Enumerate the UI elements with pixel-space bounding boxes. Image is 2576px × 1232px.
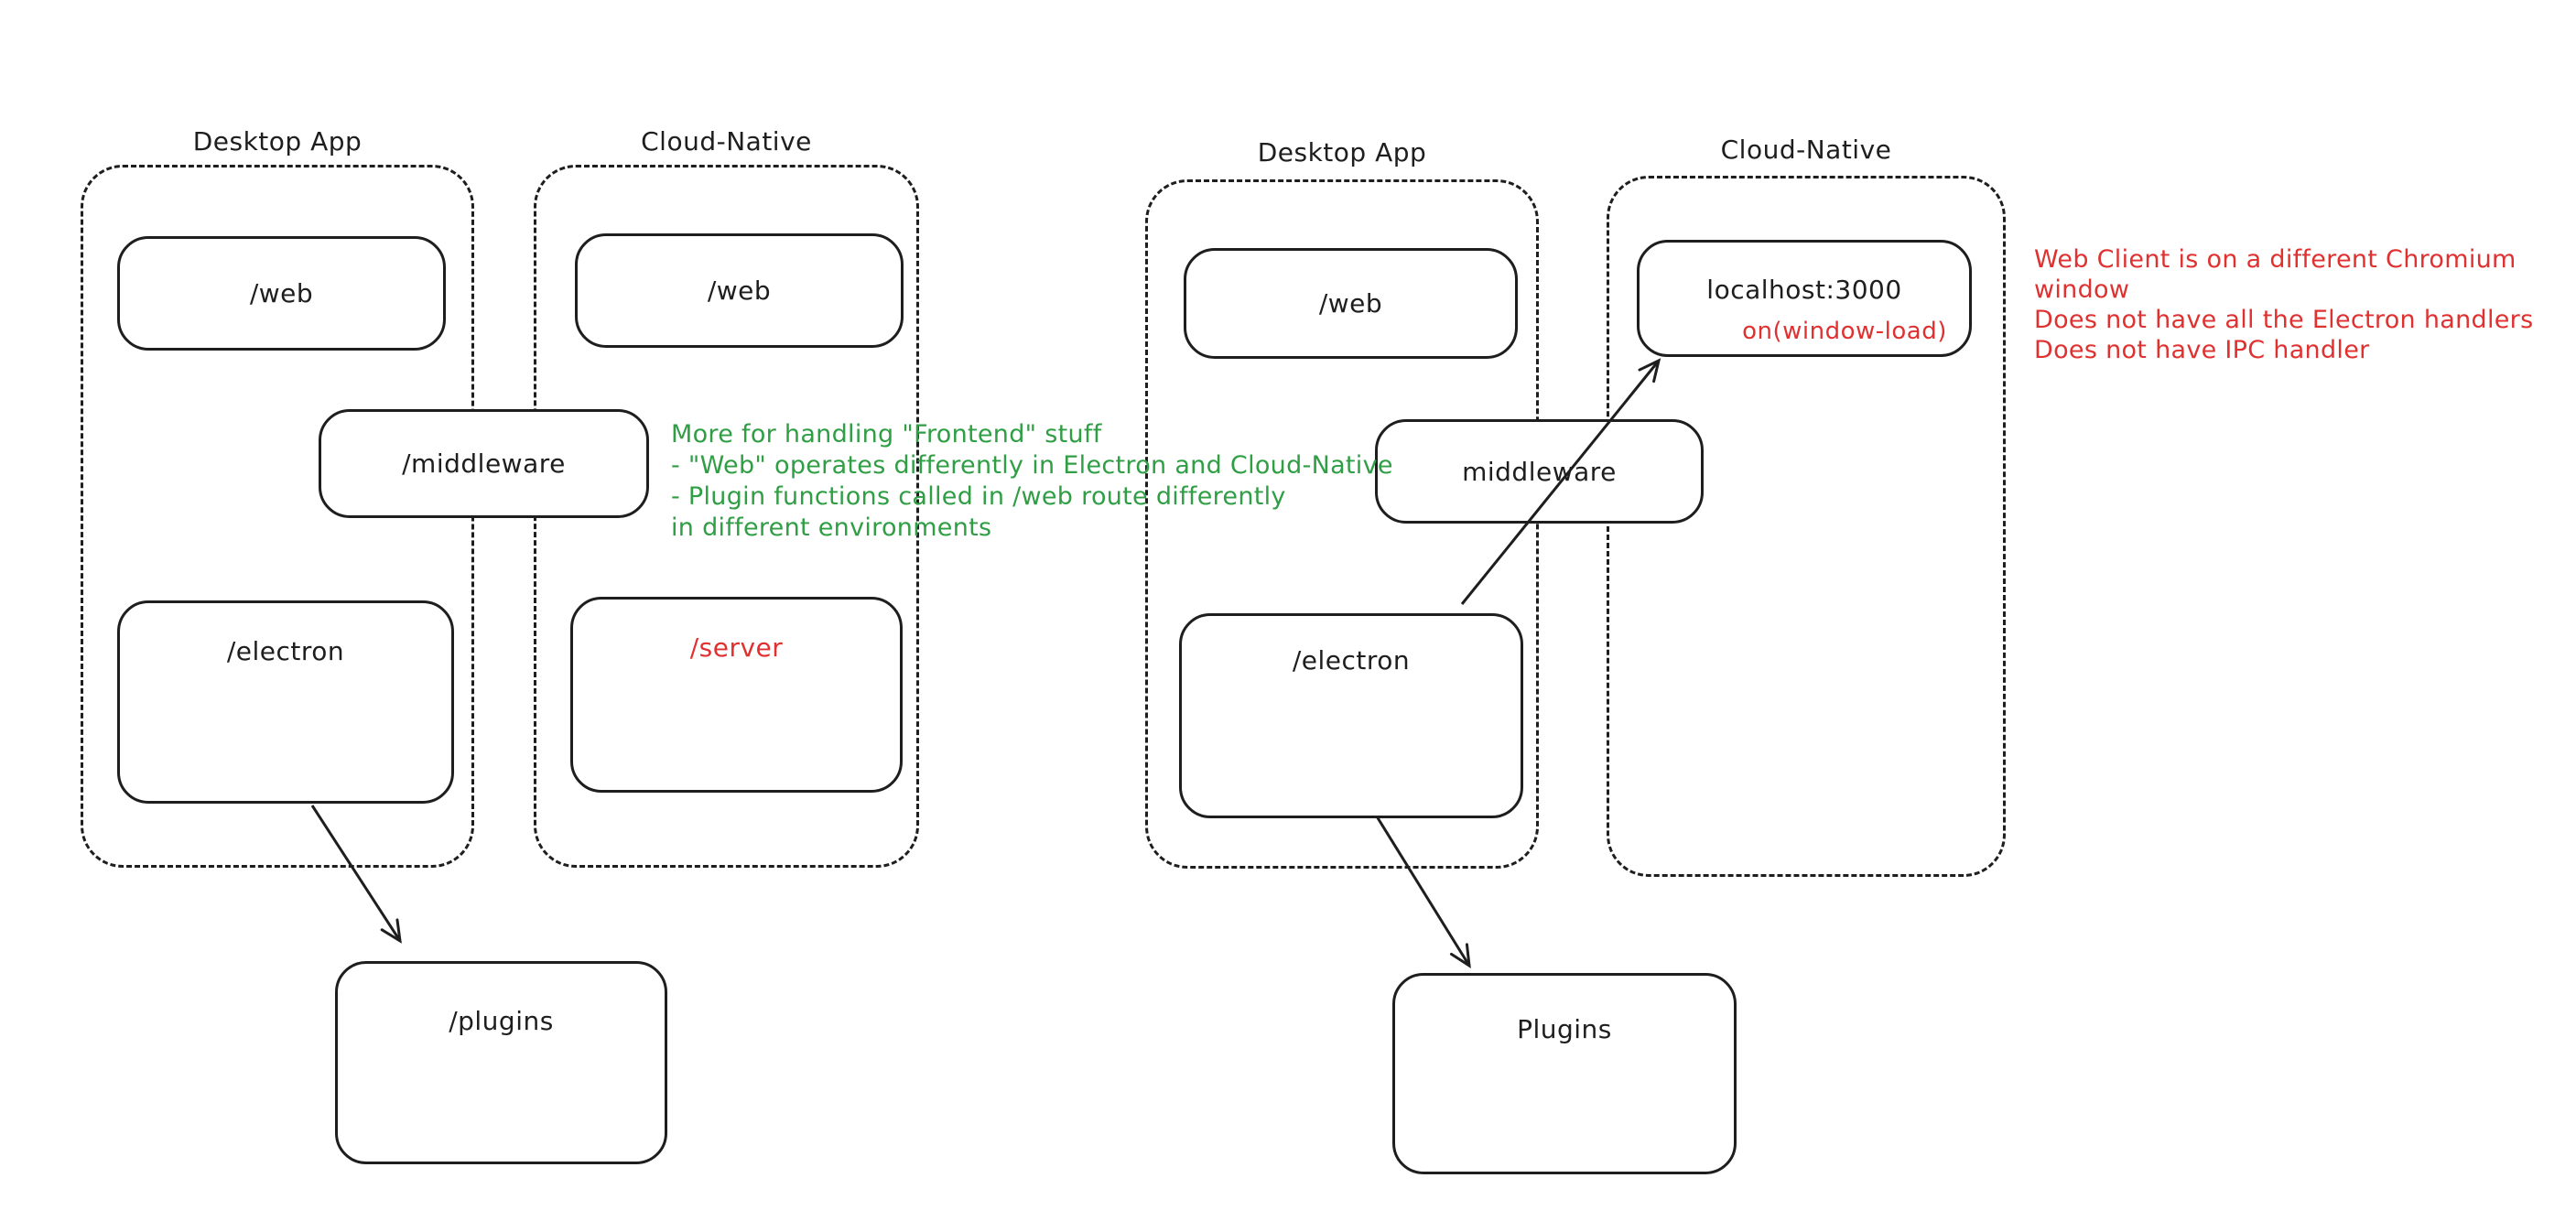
right-middleware-label: middleware bbox=[1462, 456, 1617, 487]
left-electron-box: /electron bbox=[117, 600, 454, 804]
left-electron-label: /electron bbox=[226, 636, 345, 666]
right-electron-box: /electron bbox=[1179, 613, 1523, 818]
red-annotation-line-1: Web Client is on a different Chromium wi… bbox=[2034, 245, 2516, 304]
left-plugins-box: /plugins bbox=[335, 961, 667, 1164]
left-cloud-native-title: Cloud-Native bbox=[641, 126, 812, 157]
right-middleware-box: middleware bbox=[1375, 419, 1704, 524]
right-electron-label: /electron bbox=[1292, 645, 1411, 675]
red-annotation-line-2: Does not have all the Electron handlers bbox=[2034, 306, 2534, 334]
right-window-load-label: on(window-load) bbox=[1742, 317, 1947, 345]
right-plugins-label: Plugins bbox=[1517, 1014, 1612, 1044]
left-desktop-web-label: /web bbox=[249, 278, 314, 308]
red-annotation-line-3: Does not have IPC handler bbox=[2034, 336, 2370, 364]
left-cloud-web-label: /web bbox=[707, 276, 772, 306]
right-localhost-label: localhost:3000 bbox=[1706, 274, 1902, 305]
green-annotation-line-1: More for handling "Frontend" stuff bbox=[671, 420, 1102, 448]
right-desktop-app-title: Desktop App bbox=[1257, 137, 1427, 168]
left-desktop-web-box: /web bbox=[117, 236, 446, 351]
left-server-box: /server bbox=[570, 597, 903, 793]
green-annotation-line-2: - "Web" operates differently in Electron… bbox=[671, 451, 1393, 480]
green-annotation-line-4: in different environments bbox=[671, 513, 992, 542]
right-plugins-box: Plugins bbox=[1392, 973, 1737, 1174]
left-plugins-label: /plugins bbox=[449, 1006, 554, 1036]
right-cloud-native-title: Cloud-Native bbox=[1720, 135, 1892, 165]
red-annotation: Web Client is on a different Chromium wi… bbox=[2034, 244, 2576, 365]
right-desktop-web-box: /web bbox=[1184, 248, 1518, 359]
right-localhost-box: localhost:3000 on(window-load) bbox=[1637, 240, 1972, 357]
left-middleware-box: /middleware bbox=[319, 409, 649, 518]
left-middleware-label: /middleware bbox=[402, 448, 566, 479]
green-annotation: More for handling "Frontend" stuff - "We… bbox=[671, 419, 1393, 544]
right-desktop-web-label: /web bbox=[1318, 288, 1383, 319]
green-annotation-line-3: - Plugin functions called in /web route … bbox=[671, 482, 1286, 511]
left-cloud-web-box: /web bbox=[575, 233, 904, 348]
left-desktop-app-title: Desktop App bbox=[192, 126, 363, 157]
left-server-label: /server bbox=[689, 632, 784, 663]
